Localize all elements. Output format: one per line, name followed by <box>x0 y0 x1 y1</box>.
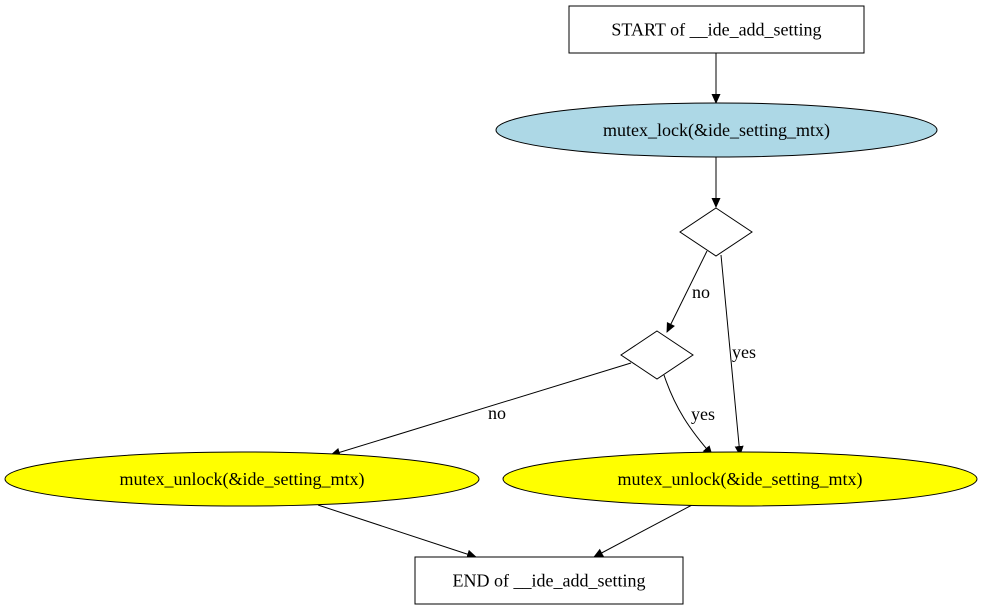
edge-decision2-yes <box>663 374 713 456</box>
node-mutex-lock[interactable]: mutex_lock(&ide_setting_mtx) <box>495 102 938 158</box>
mutex-unlock-right-ellipse <box>502 451 978 507</box>
mutex-unlock-right-label: mutex_unlock(&ide_setting_mtx) <box>618 469 863 490</box>
node-decision-1[interactable] <box>679 207 753 257</box>
start-label: START of __ide_add_setting <box>611 20 821 40</box>
node-mutex-unlock-right[interactable]: mutex_unlock(&ide_setting_mtx) <box>502 451 978 507</box>
edge-labels: no yes no yes <box>488 282 756 424</box>
mutex-lock-ellipse <box>495 102 938 158</box>
decision-1-diamond <box>679 207 753 257</box>
mutex-lock-label: mutex_lock(&ide_setting_mtx) <box>603 120 830 141</box>
node-decision-2[interactable] <box>620 330 694 380</box>
edge-decision1-no <box>666 250 708 333</box>
mutex-unlock-left-label: mutex_unlock(&ide_setting_mtx) <box>120 469 365 490</box>
end-box <box>414 556 684 605</box>
decision-2-diamond <box>620 330 694 380</box>
start-box <box>568 5 865 54</box>
edge-decision1-yes <box>720 254 744 456</box>
edge-decision2-no <box>330 362 632 457</box>
edge-label-decision2-yes: yes <box>691 404 715 424</box>
node-end[interactable]: END of __ide_add_setting <box>414 556 684 605</box>
edge-unlock-left-to-end <box>317 504 477 559</box>
node-start[interactable]: START of __ide_add_setting <box>568 5 865 54</box>
edge-label-decision1-yes: yes <box>732 342 756 362</box>
end-label: END of __ide_add_setting <box>453 571 646 591</box>
node-mutex-unlock-left[interactable]: mutex_unlock(&ide_setting_mtx) <box>4 451 480 507</box>
edge-label-decision2-no: no <box>488 403 506 423</box>
mutex-unlock-left-ellipse <box>4 451 480 507</box>
edge-unlock-right-to-end <box>593 504 693 558</box>
edges <box>317 53 744 559</box>
edge-label-decision1-no: no <box>692 282 710 302</box>
